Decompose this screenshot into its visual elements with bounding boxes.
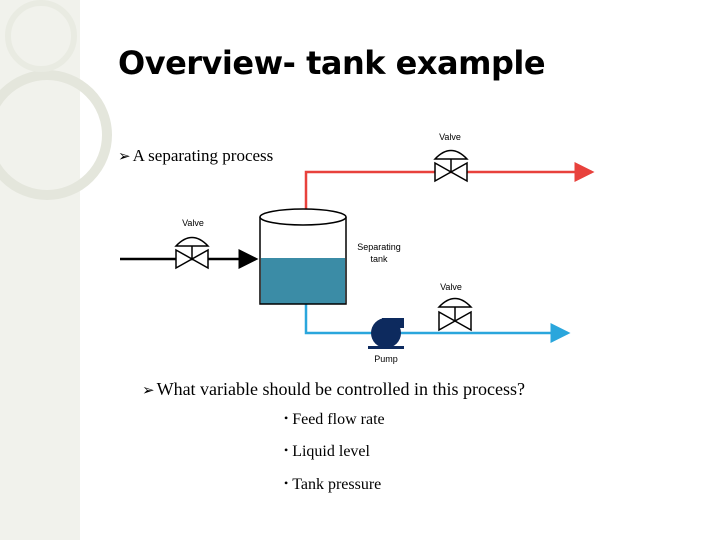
valve-right-label: Valve [440, 282, 462, 292]
bullet-question: ➢What variable should be controlled in t… [142, 379, 525, 400]
arrow-bullet-icon: ➢ [142, 381, 155, 399]
option-item: •Feed flow rate [284, 411, 385, 429]
valve-left-icon [174, 236, 210, 270]
arrow-bullet-icon: ➢ [118, 147, 131, 165]
slide-title: Overview- tank example [118, 44, 546, 82]
option-item: •Liquid level [284, 443, 370, 461]
decorative-ring [5, 0, 77, 72]
pump-icon [368, 318, 404, 349]
gas-outlet-line [304, 162, 595, 212]
liquid-fill [261, 258, 345, 304]
valve-top-icon [433, 149, 469, 183]
valve-left-label: Valve [182, 218, 204, 228]
valve-top-label: Valve [439, 132, 461, 142]
pump-label: Pump [374, 354, 398, 364]
option-text: Feed flow rate [292, 411, 385, 428]
decorative-ring [0, 70, 112, 200]
tank-label: Separating tank [357, 242, 401, 264]
question-text: What variable should be controlled in th… [156, 379, 525, 399]
option-item: •Tank pressure [284, 476, 381, 494]
bullet-separating-process: ➢A separating process [118, 146, 273, 166]
option-text: Liquid level [292, 443, 370, 460]
dot-bullet-icon: • [284, 443, 289, 457]
liquid-outlet-line [304, 303, 571, 343]
dot-bullet-icon: • [284, 411, 289, 425]
bullet-text: A separating process [132, 146, 274, 165]
option-text: Tank pressure [292, 476, 382, 493]
dot-bullet-icon: • [284, 476, 289, 490]
valve-right-icon [437, 297, 473, 332]
tank-top [259, 208, 347, 226]
separating-tank [259, 208, 347, 305]
